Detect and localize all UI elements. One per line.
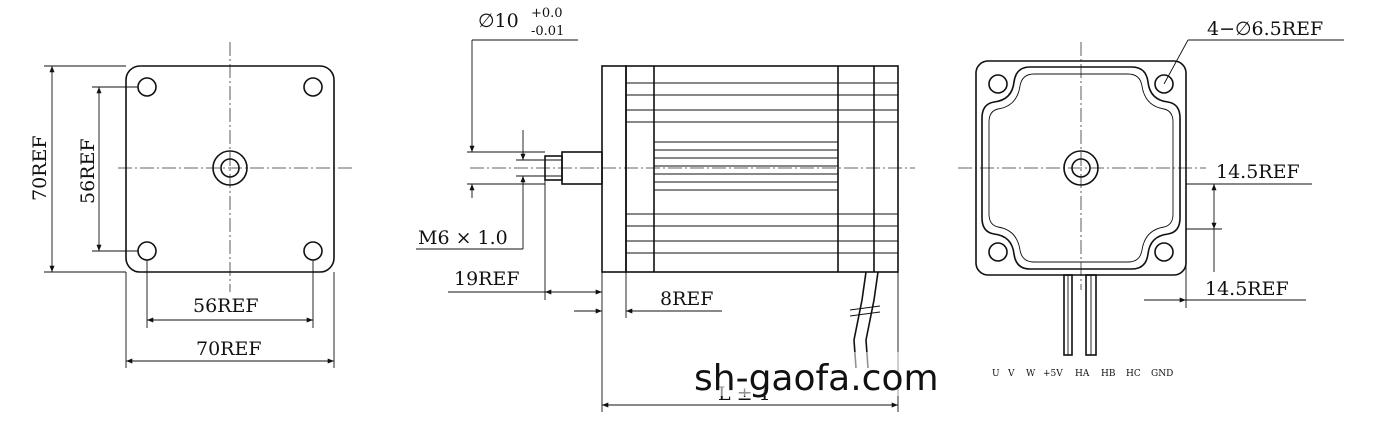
dim-a-label: 14.5REF	[1216, 161, 1300, 183]
front-flange	[601, 65, 627, 273]
outer-height-label: 70REF	[29, 135, 51, 201]
rear-view: 4−∅6.5REF 14.5REF 14.5REF U V W +5V HA H…	[958, 18, 1344, 379]
shaft-length-label: 19REF	[454, 268, 520, 290]
bolt-hole	[1154, 242, 1174, 262]
front-view: 70REF 56REF 56REF 70REF	[29, 42, 352, 368]
rear-flange-outline	[975, 60, 1187, 276]
bolt-hole	[137, 241, 157, 261]
pin-label: W	[1026, 369, 1036, 379]
holes-label: 4−∅6.5REF	[1207, 18, 1323, 40]
bolt-hole	[137, 77, 157, 97]
motor-body	[625, 65, 899, 273]
shaft-end	[220, 158, 240, 178]
shaft-boss	[212, 150, 248, 186]
thread-label: M6 × 1.0	[418, 227, 508, 249]
shaft-tol-lower: -0.01	[531, 24, 564, 39]
bolt-hole	[988, 242, 1008, 262]
bolt-width-label: 56REF	[193, 295, 259, 317]
side-view: ∅10 +0.0 -0.01 M6 × 1.0 19REF 8REF L ± 1	[416, 6, 915, 412]
bolt-hole	[1154, 74, 1174, 94]
flange-label: 8REF	[660, 288, 713, 310]
watermark: sh-gaofa.com	[694, 358, 939, 399]
bolt-hole	[303, 77, 323, 97]
front-flange-outline	[125, 65, 335, 273]
pin-label: HA	[1075, 369, 1090, 379]
dim-b-label: 14.5REF	[1205, 278, 1289, 300]
bolt-hole	[303, 241, 323, 261]
pin-label: +5V	[1043, 369, 1063, 379]
pin-label: HC	[1126, 369, 1141, 379]
rear-boss	[1063, 150, 1099, 186]
shaft-tip	[544, 155, 563, 181]
shaft-diameter-label: ∅10	[478, 10, 519, 32]
bolt-height-label: 56REF	[77, 138, 99, 204]
rear-boss-inner	[1071, 158, 1091, 178]
outer-width-label: 70REF	[196, 338, 262, 360]
pin-label: GND	[1151, 369, 1173, 379]
pin-label: V	[1007, 369, 1015, 379]
shaft-tol-upper: +0.0	[531, 6, 563, 21]
pin-label: HB	[1101, 369, 1116, 379]
pin-label: U	[992, 369, 1000, 379]
rear-boss-outline	[981, 66, 1181, 270]
bolt-hole	[988, 74, 1008, 94]
